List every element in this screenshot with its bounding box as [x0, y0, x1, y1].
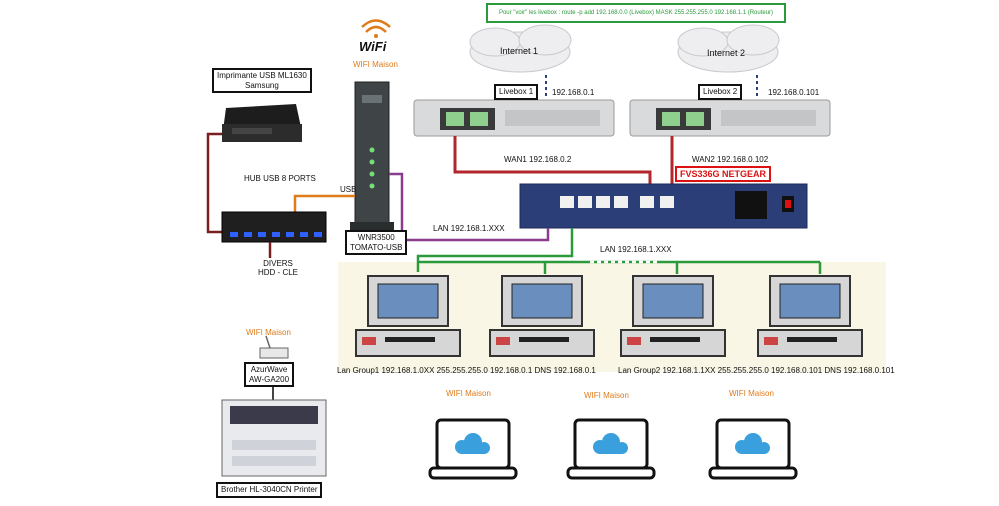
internet2-label: Internet 2: [707, 48, 746, 58]
internet2-cloud: [677, 24, 780, 73]
internet1-cloud: [469, 24, 572, 73]
brother-printer-device: [221, 399, 327, 477]
livebox1-device: [413, 99, 615, 137]
laptop-1: [428, 418, 518, 480]
router-wifi-label: WIFI Maison: [353, 60, 398, 69]
pc-2: [489, 275, 595, 357]
livebox2-ip: 192.168.0.101: [768, 88, 820, 97]
printer-usb-line: [206, 132, 226, 234]
livebox2-label: Livebox 2: [698, 84, 743, 100]
samsung-printer-label-line1: Imprimante USB ML1630: [217, 71, 307, 80]
wan1-line: [453, 136, 652, 185]
router-device: [350, 81, 394, 230]
group1-label: Lan Group1 192.168.1.0XX 255.255.255.0 1…: [337, 366, 596, 375]
netgear-device: [519, 183, 808, 229]
route-banner: Pour "voir" les livebox : route -p add 1…: [486, 3, 786, 23]
azurwave-label-line2: AW-GA200: [249, 374, 290, 384]
internet1-label: Internet 1: [500, 46, 539, 56]
wan2-label: WAN2 192.168.0.102: [692, 155, 769, 164]
router-label-line2: TOMATO-USB: [350, 242, 403, 252]
samsung-printer-label-line2: Samsung: [245, 80, 279, 90]
router-label-line1: WNR3500: [357, 233, 395, 242]
laptop1-wifi-label: WIFI Maison: [446, 389, 491, 398]
livebox1-ip: 192.168.0.1: [552, 88, 595, 97]
livebox1-label: Livebox 1: [494, 84, 539, 100]
usb-label: USB: [340, 185, 357, 194]
azurwave-label-line1: AzurWave: [250, 365, 288, 374]
lan2-line: [416, 228, 574, 272]
laptop-3: [708, 418, 798, 480]
usb-line: [293, 194, 355, 212]
divers-line1: DIVERS: [263, 259, 293, 268]
usb-hub-device: [221, 211, 327, 243]
lan2-label: LAN 192.168.1.XXX: [600, 245, 672, 254]
samsung-printer-device: [222, 104, 302, 142]
hub-label: HUB USB 8 PORTS: [244, 174, 316, 183]
laptop2-wifi-label: WIFI Maison: [584, 391, 629, 400]
wifi-logo-icon: [361, 19, 391, 38]
wifi-logo-text: WiFi: [359, 39, 387, 54]
lan1-label: LAN 192.168.1.XXX: [433, 224, 505, 233]
azurwave-device: [259, 335, 289, 359]
livebox2-device: [629, 99, 831, 137]
azurwave-wifi-label: WIFI Maison: [246, 328, 291, 337]
group2-label: Lan Group2 192.168.1.1XX 255.255.255.0 1…: [618, 366, 895, 375]
pc-1: [355, 275, 461, 357]
laptop-2: [566, 418, 656, 480]
wan1-label: WAN1 192.168.0.2: [504, 155, 572, 164]
laptop3-wifi-label: WIFI Maison: [729, 389, 774, 398]
netgear-label: FVS336G NETGEAR: [675, 166, 772, 182]
pc-4: [757, 275, 863, 357]
pc-3: [620, 275, 726, 357]
divers-line2: HDD - CLE: [258, 268, 299, 278]
brother-printer-label: Brother HL-3040CN Printer: [216, 482, 323, 498]
